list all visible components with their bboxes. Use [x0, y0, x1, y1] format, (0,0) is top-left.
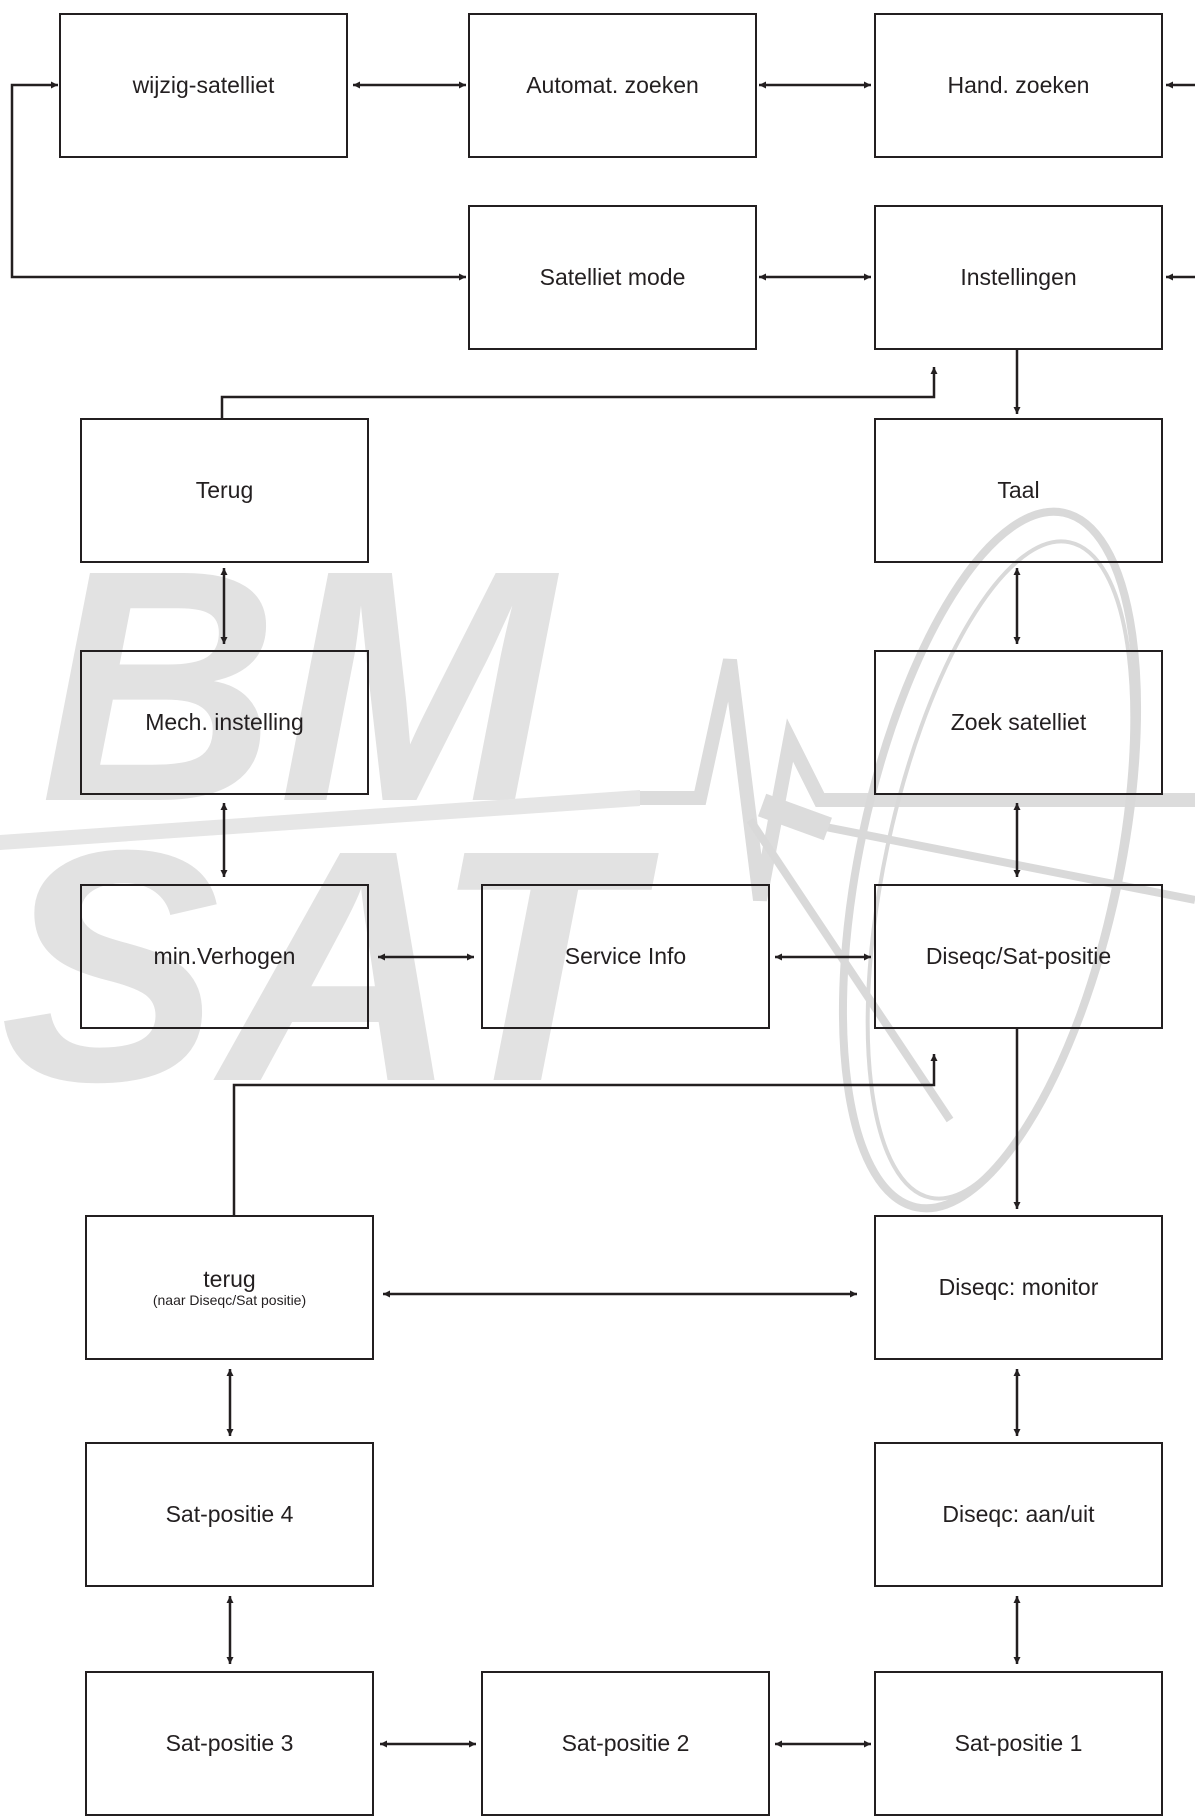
- watermark-signal-line: [640, 658, 1195, 902]
- box-label: Taal: [997, 477, 1040, 504]
- box-label: Diseqc: monitor: [938, 1274, 1099, 1301]
- watermark-dish: [746, 507, 1195, 1213]
- box-sublabel: (naar Diseqc/Sat positie): [152, 1292, 307, 1309]
- box-instellingen: Instellingen: [874, 205, 1163, 350]
- box-sat-positie-1: Sat-positie 1: [874, 1671, 1163, 1816]
- box-label: wijzig-satelliet: [132, 72, 275, 99]
- box-satelliet-mode: Satelliet mode: [468, 205, 757, 350]
- box-label: Hand. zoeken: [947, 72, 1090, 99]
- box-label: Sat-positie 3: [165, 1730, 294, 1757]
- box-sat-positie-3: Sat-positie 3: [85, 1671, 374, 1816]
- box-label: Instellingen: [960, 264, 1077, 291]
- box-sat-positie-2: Sat-positie 2: [481, 1671, 770, 1816]
- arrow-terug2-to-diseqc: [232, 1054, 938, 1215]
- box-label: Diseqc: aan/uit: [942, 1501, 1095, 1528]
- box-terug-diseqc: terug (naar Diseqc/Sat positie): [85, 1215, 374, 1360]
- box-label: Service Info: [564, 943, 687, 970]
- box-label: Sat-positie 4: [165, 1501, 294, 1528]
- box-label: Terug: [195, 477, 254, 504]
- watermark-swoosh: [0, 790, 640, 850]
- box-diseqc-sat-positie: Diseqc/Sat-positie: [874, 884, 1163, 1029]
- box-label: min.Verhogen: [153, 943, 296, 970]
- box-automat-zoeken: Automat. zoeken: [468, 13, 757, 158]
- box-service-info: Service Info: [481, 884, 770, 1029]
- box-label: Sat-positie 1: [954, 1730, 1083, 1757]
- arrow-terug-to-instellingen: [220, 367, 938, 418]
- box-wijzig-satelliet: wijzig-satelliet: [59, 13, 348, 158]
- watermark-text-sat: SAT: [0, 781, 661, 1150]
- arrow-satmode-wijzig-loop: [10, 81, 466, 281]
- box-label: Diseqc/Sat-positie: [925, 943, 1112, 970]
- box-diseqc-monitor: Diseqc: monitor: [874, 1215, 1163, 1360]
- box-label: Automat. zoeken: [526, 72, 699, 99]
- box-min-verhogen: min.Verhogen: [80, 884, 369, 1029]
- box-mech-instelling: Mech. instelling: [80, 650, 369, 795]
- box-hand-zoeken: Hand. zoeken: [874, 13, 1163, 158]
- box-terug: Terug: [80, 418, 369, 563]
- box-taal: Taal: [874, 418, 1163, 563]
- box-sat-positie-4: Sat-positie 4: [85, 1442, 374, 1587]
- box-label: terug: [203, 1265, 256, 1292]
- box-label: Satelliet mode: [539, 264, 686, 291]
- box-label: Mech. instelling: [145, 709, 304, 736]
- box-label: Sat-positie 2: [561, 1730, 690, 1757]
- box-diseqc-aan-uit: Diseqc: aan/uit: [874, 1442, 1163, 1587]
- box-label: Zoek satelliet: [950, 709, 1087, 736]
- box-zoek-satelliet: Zoek satelliet: [874, 650, 1163, 795]
